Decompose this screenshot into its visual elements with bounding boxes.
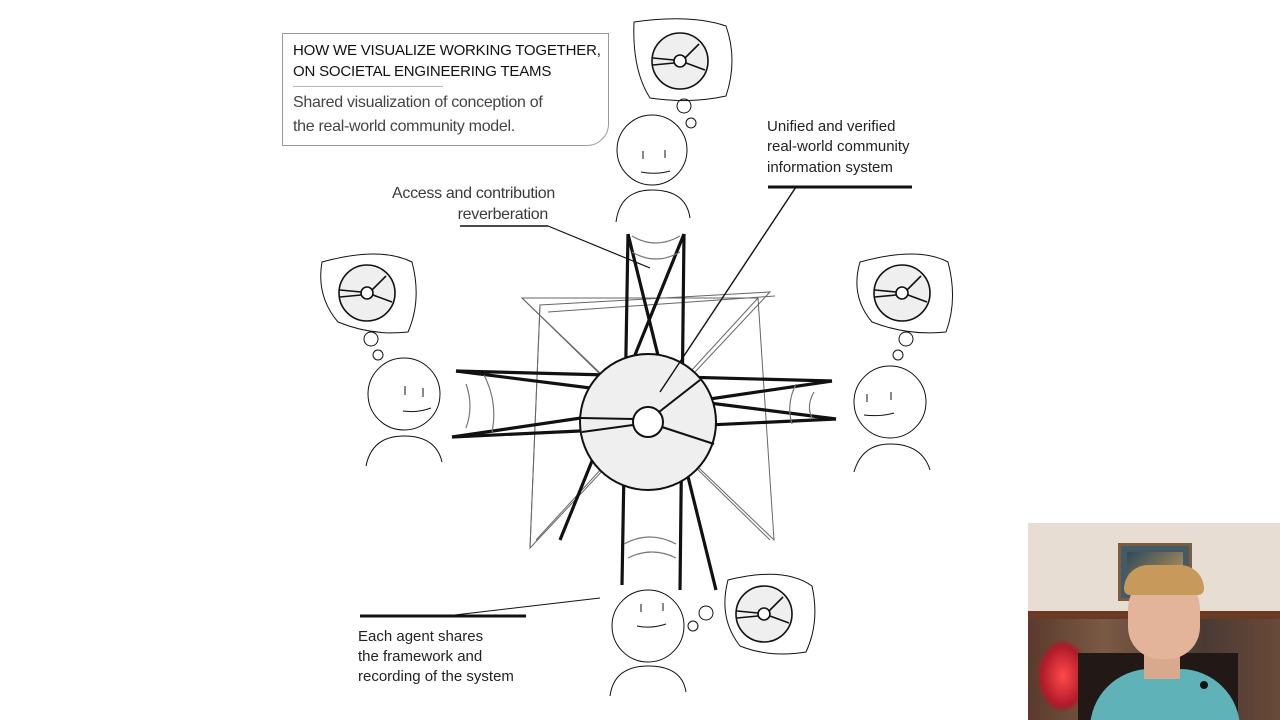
reverberation-arcs [465, 235, 815, 559]
agent-top [615, 18, 733, 223]
reverberation-label-line-2: reverberation [457, 206, 549, 223]
presenter-hair [1124, 565, 1204, 595]
title-line-2: ON SOCIETAL ENGINEERING TEAMS [293, 63, 552, 80]
agent-right [853, 253, 954, 473]
agents-label-line-1: Each agent shares [358, 628, 484, 645]
title-divider [293, 86, 443, 87]
central-model-wheel [579, 353, 717, 491]
system-label-line-1: Unified and verified [767, 118, 896, 135]
agent-bottom [609, 573, 816, 697]
presenter-webcam [1028, 523, 1280, 720]
system-label-line-3: information system [767, 159, 893, 176]
subtitle-line-2: the real-world community model. [293, 118, 515, 135]
agents-label-line-3: recording of the system [358, 668, 514, 685]
subtitle-line-1: Shared visualization of conception of [293, 94, 543, 111]
lapel-mic-icon [1200, 681, 1208, 689]
title-line-1: HOW WE VISUALIZE WORKING TOGETHER, [293, 42, 601, 59]
title-box: HOW WE VISUALIZE WORKING TOGETHER, ON SO… [282, 33, 609, 146]
reverberation-label-line-1: Access and contribution [392, 185, 555, 202]
system-label-line-2: real-world community [767, 138, 910, 155]
agent-left [320, 253, 443, 467]
agents-label-line-2: the framework and [358, 648, 483, 665]
leader-lines [360, 185, 912, 618]
